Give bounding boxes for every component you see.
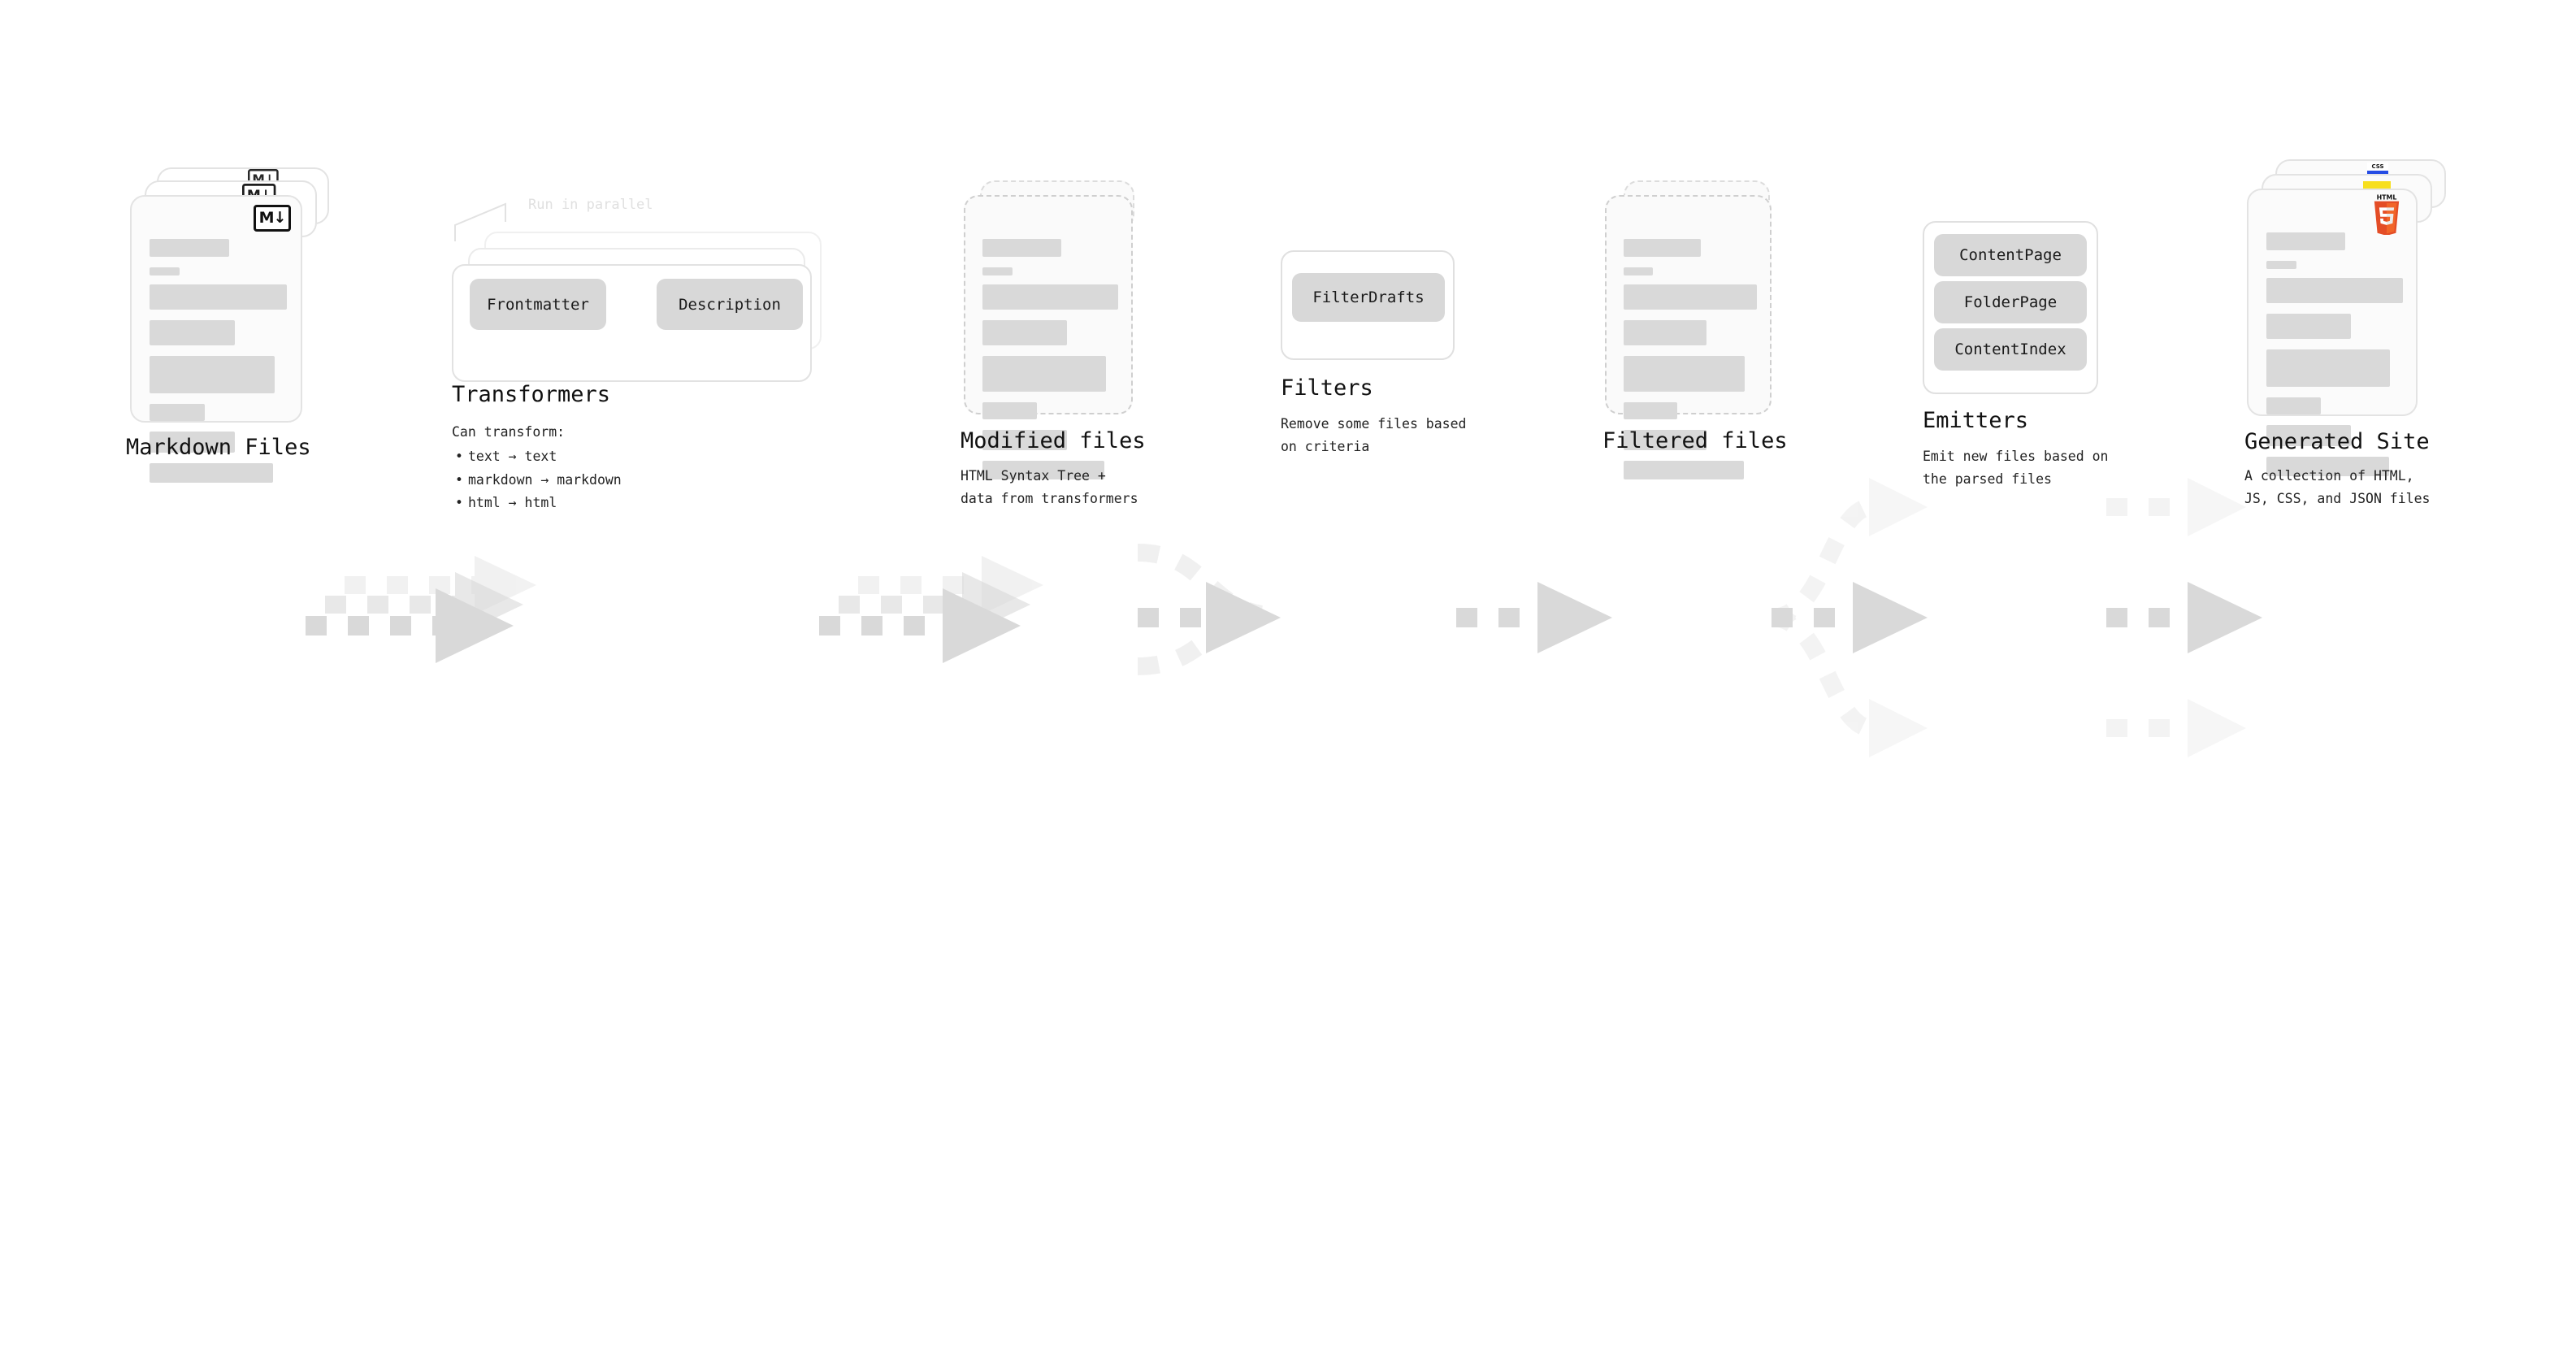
modified-doc-bars	[982, 239, 1118, 490]
emitters-pill-folderpage[interactable]: FolderPage	[1934, 281, 2087, 323]
filters-pill-filterdrafts[interactable]: FilterDrafts	[1292, 273, 1445, 322]
filters-title: Filters	[1281, 375, 1373, 401]
generated-site-subtitle: A collection of HTML, JS, CSS, and JSON …	[2244, 468, 2431, 507]
emitters-pill-contentindex[interactable]: ContentIndex	[1934, 328, 2087, 371]
diagram-canvas: svg.ovl{transform:scale(2);transform-ori…	[0, 0, 2576, 681]
transform-item-text: text → text	[455, 445, 622, 469]
html5-badge: HTML	[2374, 194, 2400, 235]
run-in-parallel-label: Run in parallel	[528, 197, 653, 213]
css-badge-underline	[2367, 171, 2388, 174]
markdown-doc-bars	[149, 239, 288, 493]
emitters-pill-contentpage[interactable]: ContentPage	[1934, 234, 2087, 276]
transform-item-markdown: markdown → markdown	[455, 469, 622, 492]
transformers-pill-frontmatter[interactable]: Frontmatter	[470, 279, 606, 330]
filtered-files-title: Filtered files	[1602, 428, 1788, 453]
markdown-doc-front	[130, 195, 302, 483]
svg-text:HTML: HTML	[2377, 194, 2397, 201]
site-doc-bars	[2266, 232, 2403, 487]
emitters-title: Emitters	[1923, 408, 2029, 433]
filters-subtitle: Remove some files based on criteria	[1281, 416, 1467, 455]
modified-files-title: Modified files	[961, 428, 1146, 453]
css-badge-text: CSS	[2371, 163, 2384, 170]
filtered-doc-front	[1605, 195, 1772, 479]
transformers-pill-description[interactable]: Description	[657, 279, 803, 330]
css-badge: CSS	[2367, 163, 2388, 174]
filtered-doc-bars	[1624, 239, 1757, 490]
run-in-parallel-brace	[454, 202, 506, 241]
emitters-subtitle: Emit new files based on the parsed files	[1923, 449, 2109, 488]
transformers-capabilities-label: Can transform:	[452, 424, 566, 440]
transformers-capabilities: Can transform: text → text markdown → ma…	[452, 421, 622, 515]
markdown-files-title: Markdown Files	[126, 435, 311, 460]
transform-item-html: html → html	[455, 492, 622, 515]
markdown-badge-front: M↓	[254, 205, 291, 232]
generated-site-title: Generated Site	[2244, 429, 2430, 454]
modified-doc-front	[964, 195, 1133, 479]
transformers-title: Transformers	[452, 382, 611, 407]
modified-files-subtitle: HTML Syntax Tree + data from transformer…	[961, 468, 1138, 507]
